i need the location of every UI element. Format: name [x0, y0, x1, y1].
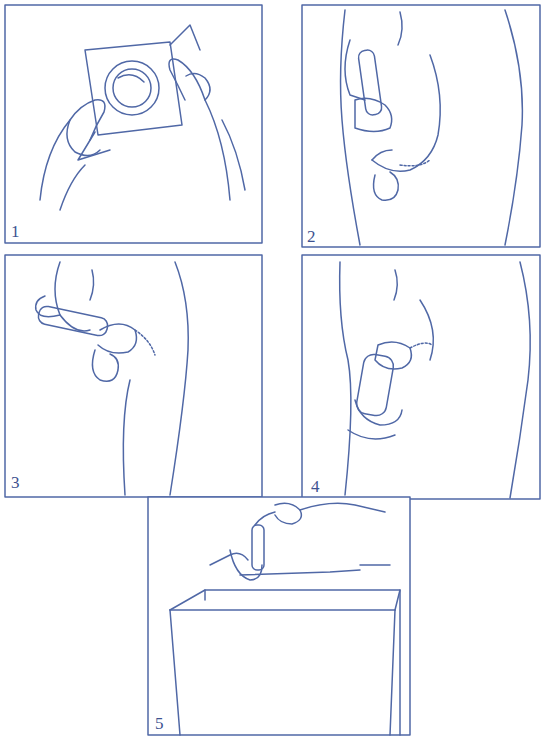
- callout-number: 3: [11, 474, 20, 491]
- panel-frame: [302, 255, 540, 499]
- packet-opening-drawing: [40, 25, 245, 210]
- fitting-step-drawing: [36, 262, 189, 495]
- callout-number: 1: [11, 223, 20, 240]
- callout-number: 4: [311, 478, 320, 495]
- panel-frame: [148, 497, 410, 735]
- panel-frame: [302, 5, 540, 247]
- fitting-step-drawing: [341, 10, 523, 245]
- disposal-drawing: [170, 503, 400, 735]
- callout-number: 2: [307, 228, 316, 245]
- fitting-step-drawing: [340, 262, 531, 498]
- panel-frame: [5, 255, 262, 497]
- callout-number: 5: [155, 715, 164, 732]
- panel-frame: [5, 5, 262, 243]
